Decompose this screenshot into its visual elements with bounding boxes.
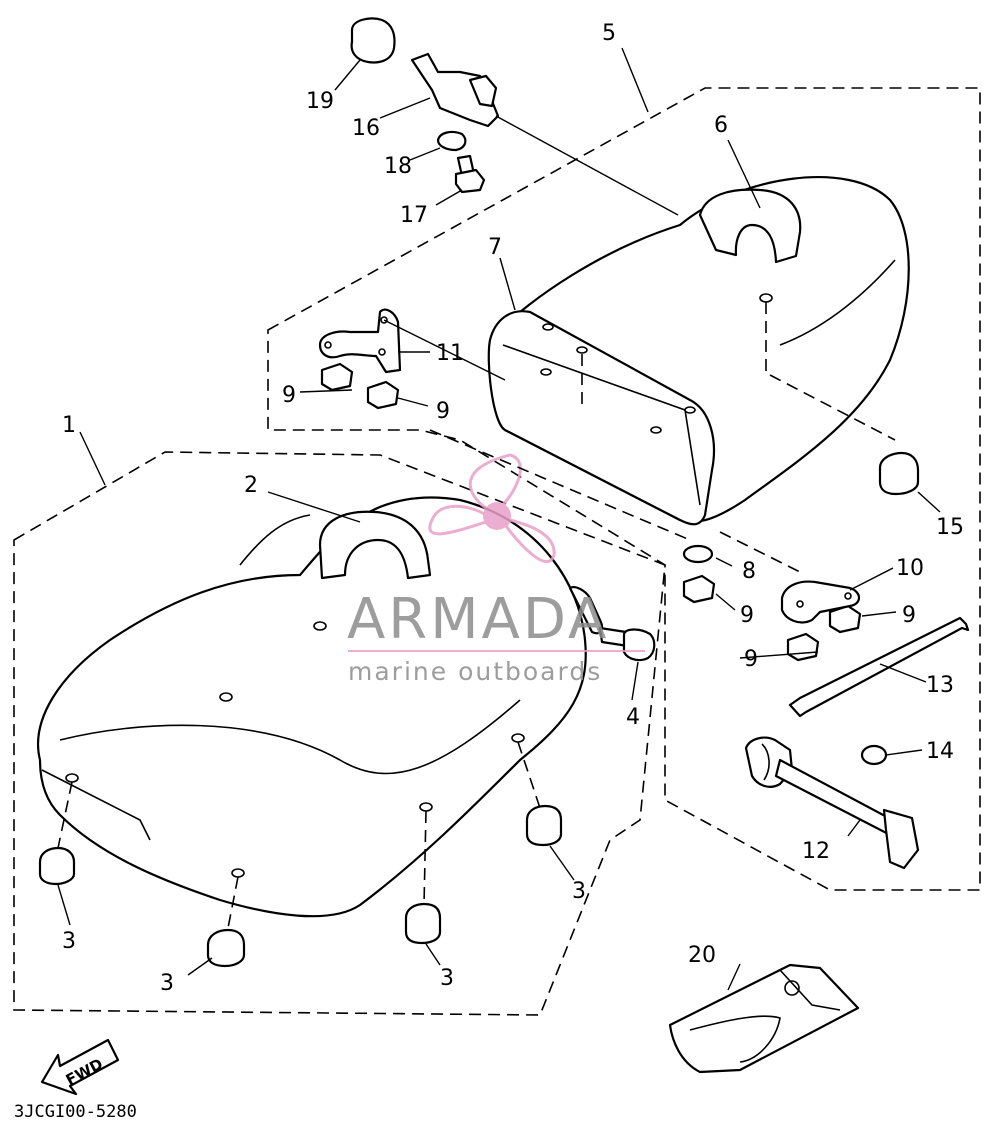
callout-label: 11 — [436, 341, 464, 366]
damper-part-3 — [38, 804, 563, 968]
washer-part-14 — [860, 744, 888, 766]
callout-label: 9 — [282, 383, 296, 408]
bracket-part-11 — [318, 308, 402, 374]
callout-label: 2 — [244, 473, 258, 498]
callout-label: 9 — [436, 399, 450, 424]
bolt-part-4 — [568, 586, 656, 662]
assembly-5-boundary — [267, 87, 981, 891]
propeller-hub — [483, 502, 511, 530]
propeller-blade — [468, 453, 522, 514]
leader-lines — [57, 47, 941, 991]
callout-label: 16 — [352, 116, 380, 141]
washer-part-8 — [682, 544, 714, 564]
callout-label: 12 — [802, 839, 830, 864]
watermark-brand: ARMADA — [347, 587, 609, 652]
callout-labels: 1 2 3 3 3 3 4 5 6 7 8 9 9 9 9 9 10 11 12… — [62, 21, 964, 996]
propeller-blade — [428, 504, 488, 536]
callout-label: 6 — [714, 113, 728, 138]
callout-label: 20 — [688, 943, 716, 968]
drawing-code: 3JCGI00-5280 — [14, 1102, 137, 1122]
rod-part-13 — [788, 616, 970, 718]
damper-part-15 — [878, 451, 920, 496]
callout-label: 3 — [62, 929, 76, 954]
assembly-1-boundary — [13, 451, 666, 1016]
cover-part-19 — [350, 17, 396, 64]
pouch-part-20 — [668, 963, 860, 1074]
callout-label: 10 — [896, 556, 924, 581]
callout-label: 3 — [572, 879, 586, 904]
callout-label: 8 — [742, 559, 756, 584]
lock-part-12 — [744, 736, 920, 870]
propeller-icon — [428, 453, 556, 563]
callout-label: 9 — [744, 647, 758, 672]
propeller-blade — [504, 518, 556, 563]
callout-label: 19 — [306, 89, 334, 114]
bolt-part-17 — [454, 154, 486, 194]
watermark-tagline: marine outboards — [348, 657, 602, 686]
washer-part-18 — [436, 130, 467, 152]
callout-label: 5 — [602, 21, 616, 46]
fwd-arrow: FWD — [40, 1038, 120, 1096]
callout-label: 14 — [926, 739, 954, 764]
bracket-part-10 — [780, 580, 861, 624]
callout-label: 9 — [902, 603, 916, 628]
callout-label: 18 — [384, 154, 412, 179]
callout-label: 4 — [626, 705, 640, 730]
front-seat — [37, 496, 587, 929]
callout-label: 1 — [62, 413, 76, 438]
callout-label: 7 — [488, 235, 502, 260]
callout-label: 3 — [440, 966, 454, 991]
callout-label: 17 — [400, 203, 428, 228]
lock-part-16 — [410, 52, 500, 128]
callout-label: 3 — [160, 971, 174, 996]
rear-seat — [487, 176, 910, 526]
callout-label: 9 — [740, 603, 754, 628]
callout-label: 13 — [926, 673, 954, 698]
callout-label: 15 — [936, 515, 964, 540]
watermark-logo: ARMADA marine outboards — [347, 453, 645, 686]
